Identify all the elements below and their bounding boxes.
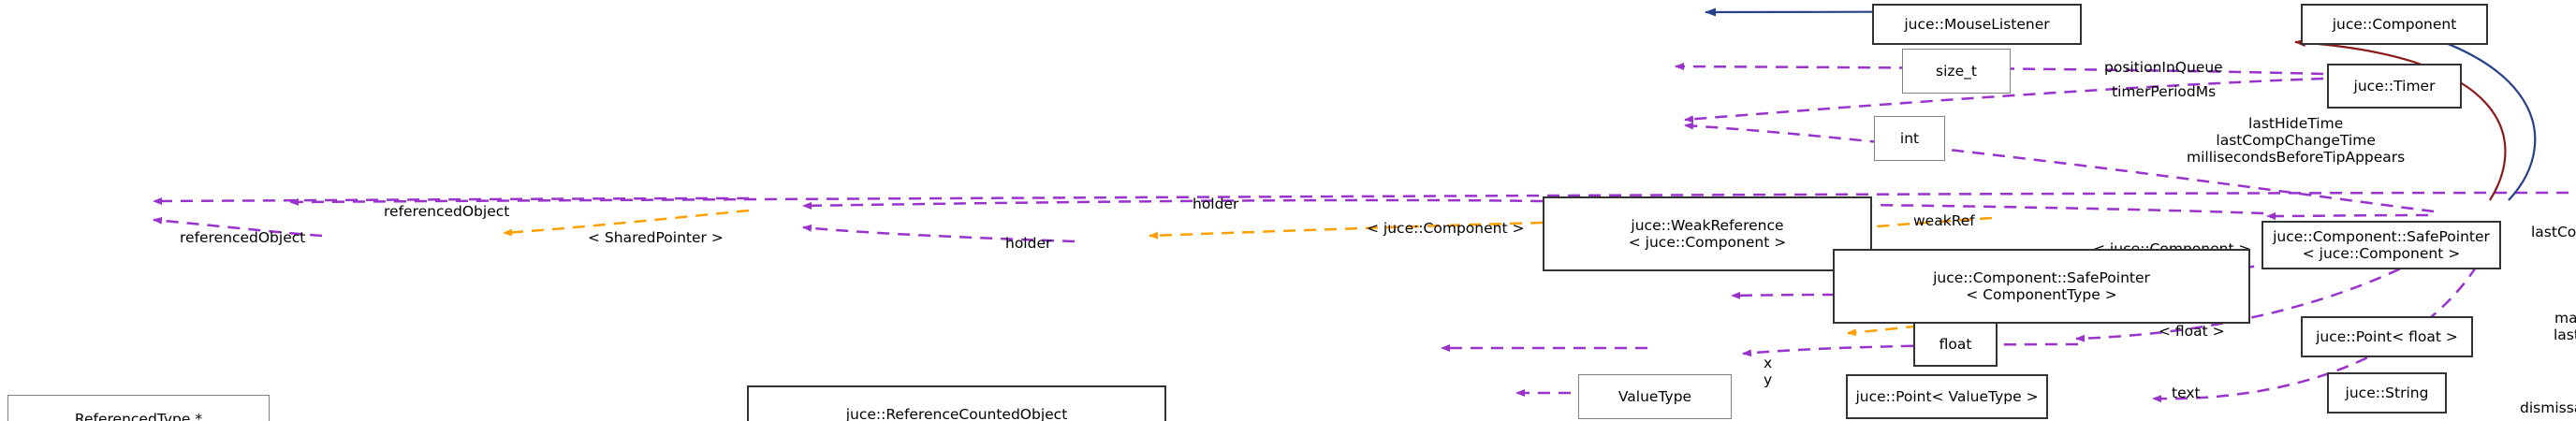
edge-label-component-template-a: < juce::Component >	[1367, 220, 1525, 237]
edge-label-positioninqueue: positionInQueue	[2104, 59, 2223, 76]
edge-label-weakref-right: weakRef	[1913, 212, 1975, 229]
edge-label-lastcomponent-lastmousepos: lastComponentUnderMouse lastMousePos	[2531, 224, 2576, 240]
node-size-t[interactable]: size_t	[1902, 49, 2011, 94]
edge-label-dismissal-reentrant: dismissalMouseEventOccurred reentrant	[2520, 399, 2576, 416]
edge-label-holder-top: holder	[1193, 196, 1239, 212]
node-mouselistener[interactable]: juce::MouseListener	[1872, 4, 2082, 45]
edge-label-xy-valuetype: x y	[1764, 355, 1773, 388]
node-int[interactable]: int	[1874, 116, 1945, 161]
edge-label-tooltip-times: lastHideTime lastCompChangeTime millisec…	[2187, 115, 2406, 166]
node-reference-counted-object-ptr-sharedpointer[interactable]: juce::ReferenceCountedObject Ptr< Shared…	[747, 385, 1166, 421]
edge-label-manuallyshowntip: manuallyShownTip lastTipUnderMouse tipSh…	[2554, 310, 2576, 343]
node-point-valuetype[interactable]: juce::Point< ValueType >	[1846, 374, 2048, 419]
node-timer[interactable]: juce::Timer	[2327, 64, 2462, 109]
node-weak-reference-component[interactable]: juce::WeakReference < juce::Component >	[1543, 196, 1872, 271]
edge-label-holder-mid: holder	[1005, 235, 1052, 252]
edge-label-referencedobject-top: referencedObject	[384, 203, 510, 220]
node-component-safepointer-componenttype[interactable]: juce::Component::SafePointer < Component…	[1833, 249, 2250, 324]
node-point-float[interactable]: juce::Point< float >	[2301, 316, 2473, 357]
node-float[interactable]: float	[1913, 322, 1998, 367]
edge-label-text: text	[2172, 385, 2201, 401]
edge-label-sharedpointer-template: < SharedPointer >	[588, 229, 724, 246]
node-component-safepointer-component[interactable]: juce::Component::SafePointer < juce::Com…	[2261, 221, 2501, 269]
node-string[interactable]: juce::String	[2327, 372, 2447, 414]
edge-label-timerperiodms: timerPeriodMs	[2112, 83, 2217, 100]
edge-label-referencedobject-left: referencedObject	[180, 229, 306, 246]
node-referenced-type[interactable]: ReferencedType *	[7, 395, 270, 421]
node-valuetype[interactable]: ValueType	[1578, 374, 1732, 419]
node-component[interactable]: juce::Component	[2301, 4, 2488, 45]
